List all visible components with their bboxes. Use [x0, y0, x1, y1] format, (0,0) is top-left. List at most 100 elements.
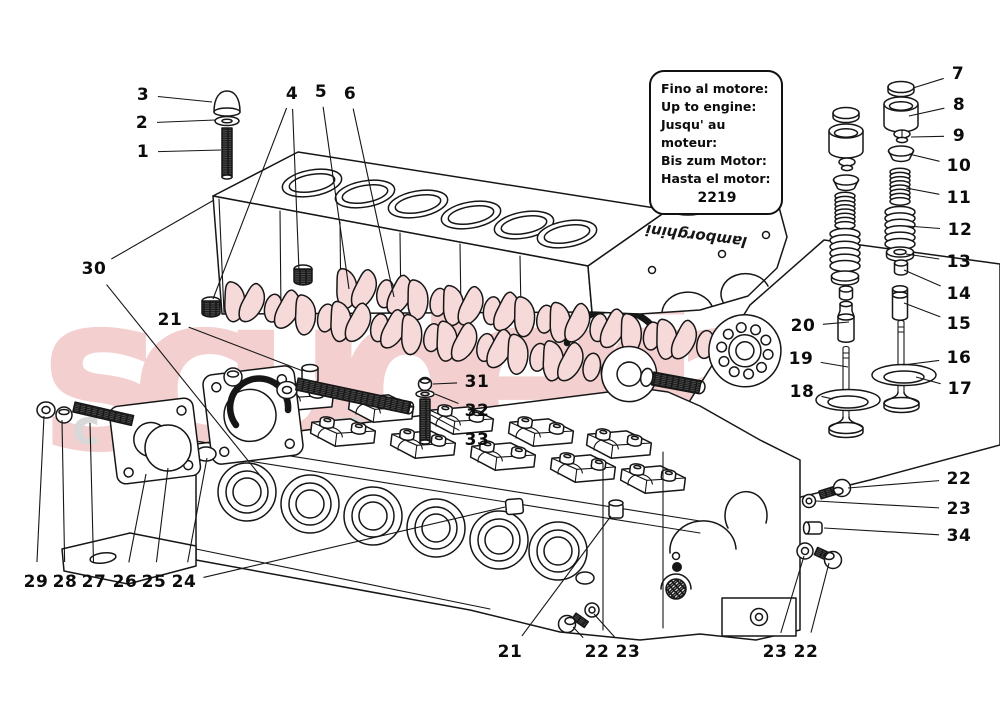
leader-line-16 — [902, 359, 940, 366]
square-plug-right — [608, 499, 624, 519]
leader-line-21 — [188, 326, 304, 372]
note-line: Fino al motore: — [661, 81, 769, 96]
engine-number: 2219 — [697, 190, 737, 206]
leader-line-8 — [908, 107, 945, 117]
callout-34: 34 — [946, 526, 972, 546]
callout-10: 10 — [946, 156, 972, 176]
callout-1: 1 — [136, 142, 150, 162]
callout-21: 21 — [497, 642, 523, 662]
leader-line-3 — [157, 95, 213, 103]
stud-set-lower — [36, 401, 135, 427]
inner-valve-spring — [834, 191, 856, 230]
leader-line-6 — [352, 108, 395, 298]
callout-15: 15 — [946, 314, 972, 334]
leader-line-19 — [820, 361, 849, 368]
leader-line-7 — [912, 77, 944, 89]
camshaft-exhaust — [334, 266, 782, 388]
callout-4: 4 — [285, 84, 299, 104]
cylinder-head — [61, 306, 801, 641]
leader-line-9 — [910, 135, 945, 138]
callout-3: 3 — [136, 85, 150, 105]
camshaft-intake — [223, 280, 706, 403]
washer-bottom-center — [584, 602, 600, 618]
leader-line-22 — [810, 562, 830, 633]
leader-line-24 — [187, 457, 208, 563]
cover-openings — [281, 168, 598, 249]
leader-line-21 — [521, 515, 612, 637]
leader-line-20 — [822, 321, 850, 325]
leader-line-14 — [903, 269, 941, 287]
callout-5: 5 — [314, 82, 328, 102]
leader-line-32 — [434, 393, 459, 405]
leader-line-33 — [430, 414, 460, 431]
valve-guide-long — [837, 300, 855, 343]
callout-22: 22 — [793, 642, 819, 662]
valve-cotters — [893, 129, 911, 144]
callout-32: 32 — [464, 401, 490, 421]
inner-valve-spring — [889, 167, 911, 206]
callout-13: 13 — [946, 252, 972, 272]
valve-seat-ring — [815, 388, 881, 412]
leader-line-10 — [908, 153, 940, 162]
callout-2: 2 — [135, 113, 149, 133]
callout-12: 12 — [947, 220, 973, 240]
callout-30: 30 — [81, 259, 107, 279]
callout-22: 22 — [584, 642, 610, 662]
callout-28: 28 — [52, 572, 78, 592]
cam-end-plug-a — [201, 296, 221, 318]
plug-right-side — [802, 521, 823, 535]
callout-27: 27 — [81, 572, 107, 592]
leader-line-4 — [212, 107, 288, 300]
leader-line-31 — [432, 382, 458, 385]
leader-line-25 — [155, 467, 169, 563]
callout-8: 8 — [952, 95, 966, 115]
callout-22: 22 — [946, 469, 972, 489]
washer-right-side — [801, 493, 817, 509]
callout-11: 11 — [946, 188, 972, 208]
leader-line-4 — [292, 108, 300, 272]
callout-21: 21 — [157, 310, 183, 330]
leader-line-27 — [89, 422, 95, 563]
leader-line-23 — [780, 555, 805, 634]
callout-18: 18 — [789, 382, 815, 402]
leader-line-17 — [915, 376, 941, 385]
callout-23: 23 — [946, 499, 972, 519]
head-stud-nut-washer — [415, 376, 435, 445]
leader-line-28 — [61, 419, 66, 563]
spring-retainer — [832, 174, 860, 192]
leader-line-15 — [903, 302, 941, 318]
callout-16: 16 — [946, 348, 972, 368]
square-plug-left — [504, 497, 525, 516]
leader-line-1 — [157, 149, 222, 153]
callout-29: 29 — [23, 572, 49, 592]
callout-14: 14 — [946, 284, 972, 304]
leader-line-11 — [905, 187, 940, 195]
leader-line-34 — [823, 527, 940, 536]
callout-23: 23 — [615, 642, 641, 662]
leader-line-24 — [203, 506, 506, 578]
valve — [828, 345, 864, 439]
leader-line-5 — [322, 106, 350, 290]
spring-seat — [830, 270, 860, 286]
washer-bottom-right — [796, 542, 814, 560]
leader-line-30 — [111, 199, 215, 260]
callout-25: 25 — [141, 572, 167, 592]
note-line: Bis zum Motor: — [661, 153, 767, 168]
leader-line-30 — [106, 284, 263, 479]
leader-line-13 — [905, 253, 940, 260]
callout-33: 33 — [464, 430, 490, 450]
bucket-tappet — [883, 96, 919, 133]
bucket-tappet — [828, 123, 864, 159]
callout-31: 31 — [464, 372, 490, 392]
outer-valve-spring — [829, 227, 861, 273]
stud-washer-acorn-nut — [213, 90, 241, 180]
note-line: Hasta el motor: — [661, 171, 771, 186]
callout-24: 24 — [171, 572, 197, 592]
callout-7: 7 — [951, 64, 965, 84]
callout-26: 26 — [112, 572, 138, 592]
leader-line-23 — [815, 500, 940, 509]
note-line: Jusqu' au moteur: — [661, 117, 726, 150]
callout-23: 23 — [762, 642, 788, 662]
